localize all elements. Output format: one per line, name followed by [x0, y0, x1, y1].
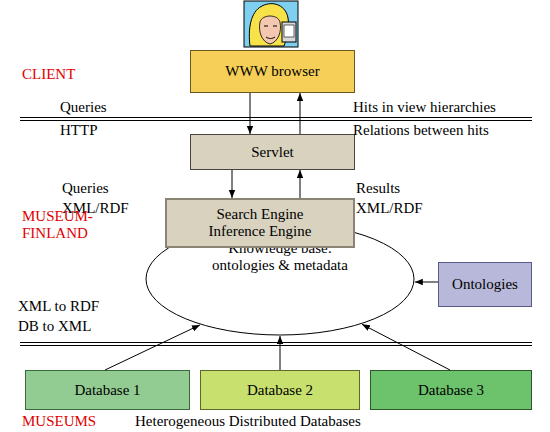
separator-line	[20, 120, 532, 121]
flow-arrow	[280, 336, 281, 370]
node-label: Servlet	[251, 144, 294, 161]
node-label: Search Engine Inference Engine	[201, 206, 319, 240]
engine-box: Search Engine Inference Engine	[165, 198, 355, 248]
flow-label: Results	[356, 180, 400, 197]
node-label: Database 2	[247, 382, 313, 399]
flow-label: Queries	[62, 180, 109, 197]
monitor-shape	[282, 22, 296, 42]
client-illustration	[244, 1, 298, 47]
face-shape	[259, 16, 280, 44]
node-label: Ontologies	[452, 276, 518, 293]
flow-label: HTTP	[60, 122, 98, 139]
ellipse-shape	[146, 223, 414, 335]
tier-label: MUSEUMS	[22, 413, 96, 430]
separator-line	[20, 345, 532, 346]
node-label: Database 1	[74, 382, 140, 399]
flow-arrow	[232, 170, 233, 198]
flow-label: XML to RDF	[18, 298, 99, 315]
tier-label: CLIENT	[22, 66, 75, 83]
flow-arrow	[250, 93, 251, 134]
flow-arrow	[300, 93, 301, 134]
face-details	[264, 26, 277, 39]
separator-line	[20, 117, 532, 118]
flow-arrow	[300, 170, 301, 198]
node-label: Database 3	[418, 382, 484, 399]
browser-box: WWW browser	[190, 50, 355, 93]
tier-label: MUSEUM-FINLAND	[22, 208, 102, 242]
ontology-box: Ontologies	[438, 262, 532, 307]
flow-label: Relations between hits	[353, 122, 489, 139]
flow-arrow	[362, 324, 450, 370]
database-box: Database 2	[200, 370, 360, 410]
separator-line	[20, 342, 532, 343]
flow-arrow	[105, 325, 200, 370]
flow-label: Queries	[60, 99, 107, 116]
node-label: WWW browser	[225, 63, 319, 80]
illustration-frame	[244, 1, 298, 47]
flow-label: DB to XML	[18, 318, 91, 335]
flow-arrow	[415, 282, 438, 283]
caption-label: Heterogeneous Distributed Databases	[135, 413, 361, 430]
servlet-box: Servlet	[190, 134, 355, 170]
database-box: Database 1	[25, 370, 190, 410]
database-box: Database 3	[370, 370, 532, 410]
flow-label: XML/RDF	[356, 200, 423, 217]
flow-label: Hits in view hierarchies	[353, 99, 496, 116]
monitor-screen	[284, 25, 294, 37]
